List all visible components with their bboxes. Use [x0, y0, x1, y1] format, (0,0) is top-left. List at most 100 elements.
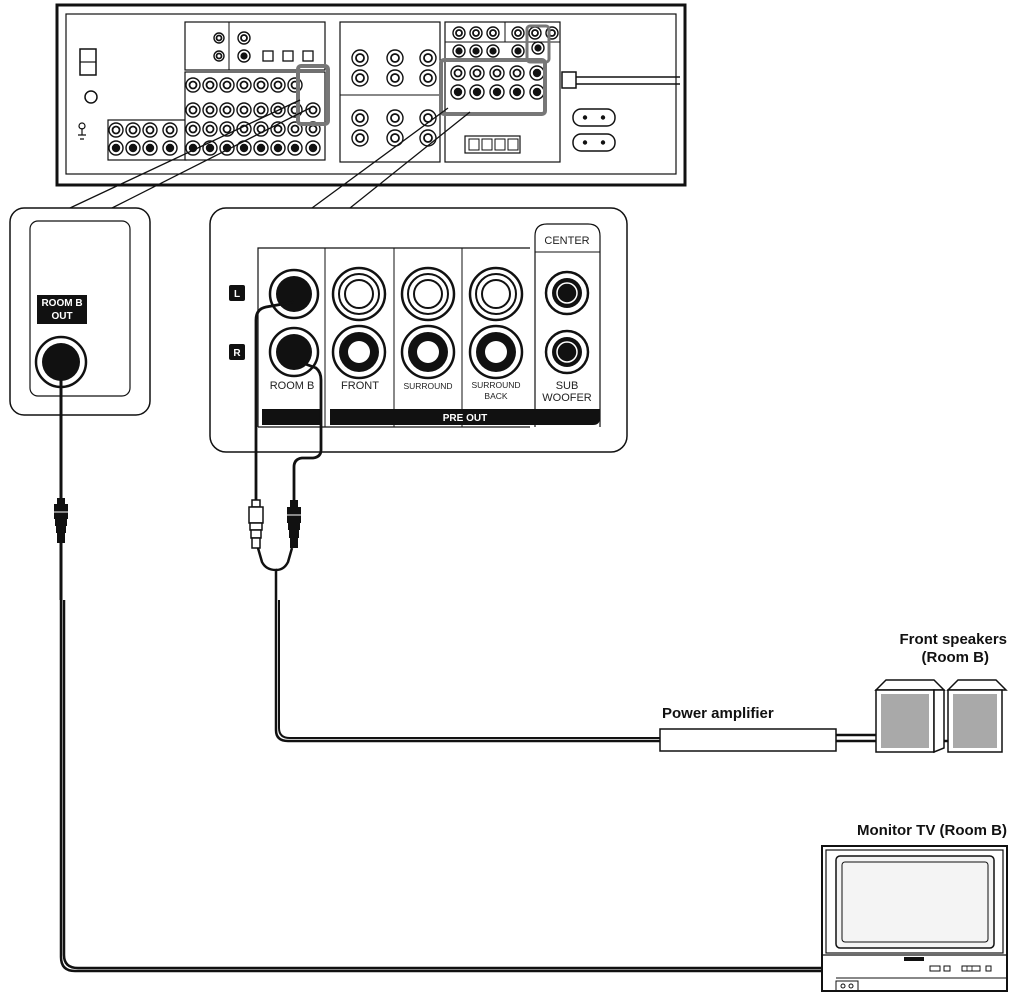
- ac-outlet-icon: [572, 108, 616, 127]
- rear-panel-jack-icon: [125, 140, 141, 156]
- rear-panel-jack-icon: [202, 77, 218, 93]
- rear-panel-jack-icon: [419, 109, 437, 127]
- rear-panel-jack-icon: [287, 140, 303, 156]
- room-b-out-label-line1: ROOM B: [41, 298, 82, 309]
- surround-l-jack[interactable]: [400, 266, 456, 322]
- rear-panel-jack-icon: [305, 102, 321, 118]
- rear-panel-jack-icon: [351, 69, 369, 87]
- rear-panel-jack-icon: [469, 44, 483, 58]
- rear-panel-jack-icon: [452, 26, 466, 40]
- rear-panel-jack-icon: [511, 44, 525, 58]
- optical-port-icon: [302, 50, 314, 62]
- rear-panel-jack-icon: [305, 140, 321, 156]
- audio-l-rca-plug-icon: [248, 499, 264, 549]
- rear-panel-jack-icon: [386, 49, 404, 67]
- rear-panel-jack-icon: [509, 65, 525, 81]
- pre-out-highlight: [439, 58, 547, 116]
- rear-panel-jack-icon: [202, 102, 218, 118]
- ac-outlet-icon: [572, 133, 616, 152]
- monitor-tv: [821, 845, 1008, 992]
- front-label: FRONT: [341, 380, 379, 392]
- rear-panel-jack-icon: [450, 84, 466, 100]
- rear-panel-jack-icon: [142, 122, 158, 138]
- rear-panel-jack-icon: [237, 31, 251, 45]
- subwoofer-label-line2: WOOFER: [542, 392, 592, 404]
- surround-label: SURROUND: [403, 381, 452, 391]
- room-b-r-jack[interactable]: [268, 326, 320, 378]
- rear-panel-jack-icon: [253, 121, 269, 137]
- rear-panel-jack-icon: [452, 44, 466, 58]
- center-jack[interactable]: [544, 270, 590, 316]
- rear-panel-jack-icon: [185, 121, 201, 137]
- rear-panel-jack-icon: [253, 140, 269, 156]
- rear-panel-jack-icon: [162, 140, 178, 156]
- rear-panel-jack-icon: [162, 122, 178, 138]
- rear-panel-jack-icon: [486, 44, 500, 58]
- room-b-out-label-line2: OUT: [51, 311, 72, 322]
- zoom-callout-lines: [69, 99, 471, 209]
- channel-r-label: R: [233, 348, 241, 359]
- rear-panel-jack-icon: [528, 26, 542, 40]
- rear-panel-jack-icon: [236, 77, 252, 93]
- front-speakers-label-line1: Front speakers: [899, 631, 1007, 648]
- rear-panel-jack-icon: [386, 109, 404, 127]
- rear-panel-jack-icon: [386, 69, 404, 87]
- panel-jacks: [108, 26, 559, 156]
- rear-panel-jack-icon: [511, 26, 525, 40]
- front-r-jack[interactable]: [331, 324, 387, 380]
- rear-panel-jack-icon: [419, 49, 437, 67]
- pre-out-detail: PRE OUT L R: [209, 207, 628, 453]
- rear-panel-jack-icon: [185, 102, 201, 118]
- surround-r-jack[interactable]: [400, 324, 456, 380]
- pre-out-label: PRE OUT: [443, 413, 487, 424]
- rear-panel-jack-icon: [489, 84, 505, 100]
- channel-l-label: L: [234, 289, 240, 300]
- rear-panel-jack-icon: [287, 121, 303, 137]
- power-amplifier: [659, 728, 837, 752]
- power-cord: [561, 71, 680, 89]
- rear-panel-jack-icon: [469, 65, 485, 81]
- room-b-out-jack[interactable]: [34, 335, 88, 389]
- front-speaker-left: [874, 679, 946, 754]
- rear-panel-jack-icon: [125, 122, 141, 138]
- rear-panel-jack-icon: [185, 77, 201, 93]
- optical-port-icon: [282, 50, 294, 62]
- rear-panel-jack-icon: [219, 102, 235, 118]
- rear-panel-jack-icon: [419, 69, 437, 87]
- front-l-jack[interactable]: [331, 266, 387, 322]
- rear-panel-jack-icon: [236, 102, 252, 118]
- rear-panel-jack-icon: [270, 140, 286, 156]
- rear-panel-jack-icon: [253, 102, 269, 118]
- optical-port-icon: [262, 50, 274, 62]
- rear-panel-jack-icon: [253, 77, 269, 93]
- rear-panel-jack-icon: [386, 129, 404, 147]
- rear-panel-jack-icon: [219, 77, 235, 93]
- surround-back-label-line1: SURROUND: [471, 380, 520, 390]
- rear-panel-jack-icon: [237, 49, 251, 63]
- front-speaker-right: [946, 679, 1008, 753]
- room-b-l-jack[interactable]: [268, 268, 320, 320]
- rear-panel-jack-icon: [531, 41, 545, 55]
- rear-panel-jack-icon: [419, 129, 437, 147]
- rear-panel-jack-icon: [351, 49, 369, 67]
- rear-panel-jack-icon: [108, 122, 124, 138]
- rear-panel-jack-icon: [486, 26, 500, 40]
- rear-panel-jack-icon: [469, 84, 485, 100]
- video-rca-plug-icon: [54, 498, 68, 543]
- subwoofer-label-line1: SUB: [556, 380, 579, 392]
- rear-panel-jack-icon: [509, 84, 525, 100]
- rear-panel-jack-icon: [270, 77, 286, 93]
- rear-panel-jack-icon: [529, 65, 545, 81]
- subwoofer-jack[interactable]: [544, 329, 590, 375]
- audio-r-rca-plug-icon: [287, 500, 301, 548]
- rear-panel-jack-icon: [142, 140, 158, 156]
- surround-back-l-jack[interactable]: [468, 266, 524, 322]
- rear-panel-jack-icon: [529, 84, 545, 100]
- rear-panel-jack-icon: [108, 140, 124, 156]
- rear-panel-jack-icon: [450, 65, 466, 81]
- cables: [59, 300, 948, 973]
- power-amplifier-label: Power amplifier: [662, 705, 774, 722]
- surround-back-r-jack[interactable]: [468, 324, 524, 380]
- receiver-rear-panel: [55, 3, 687, 187]
